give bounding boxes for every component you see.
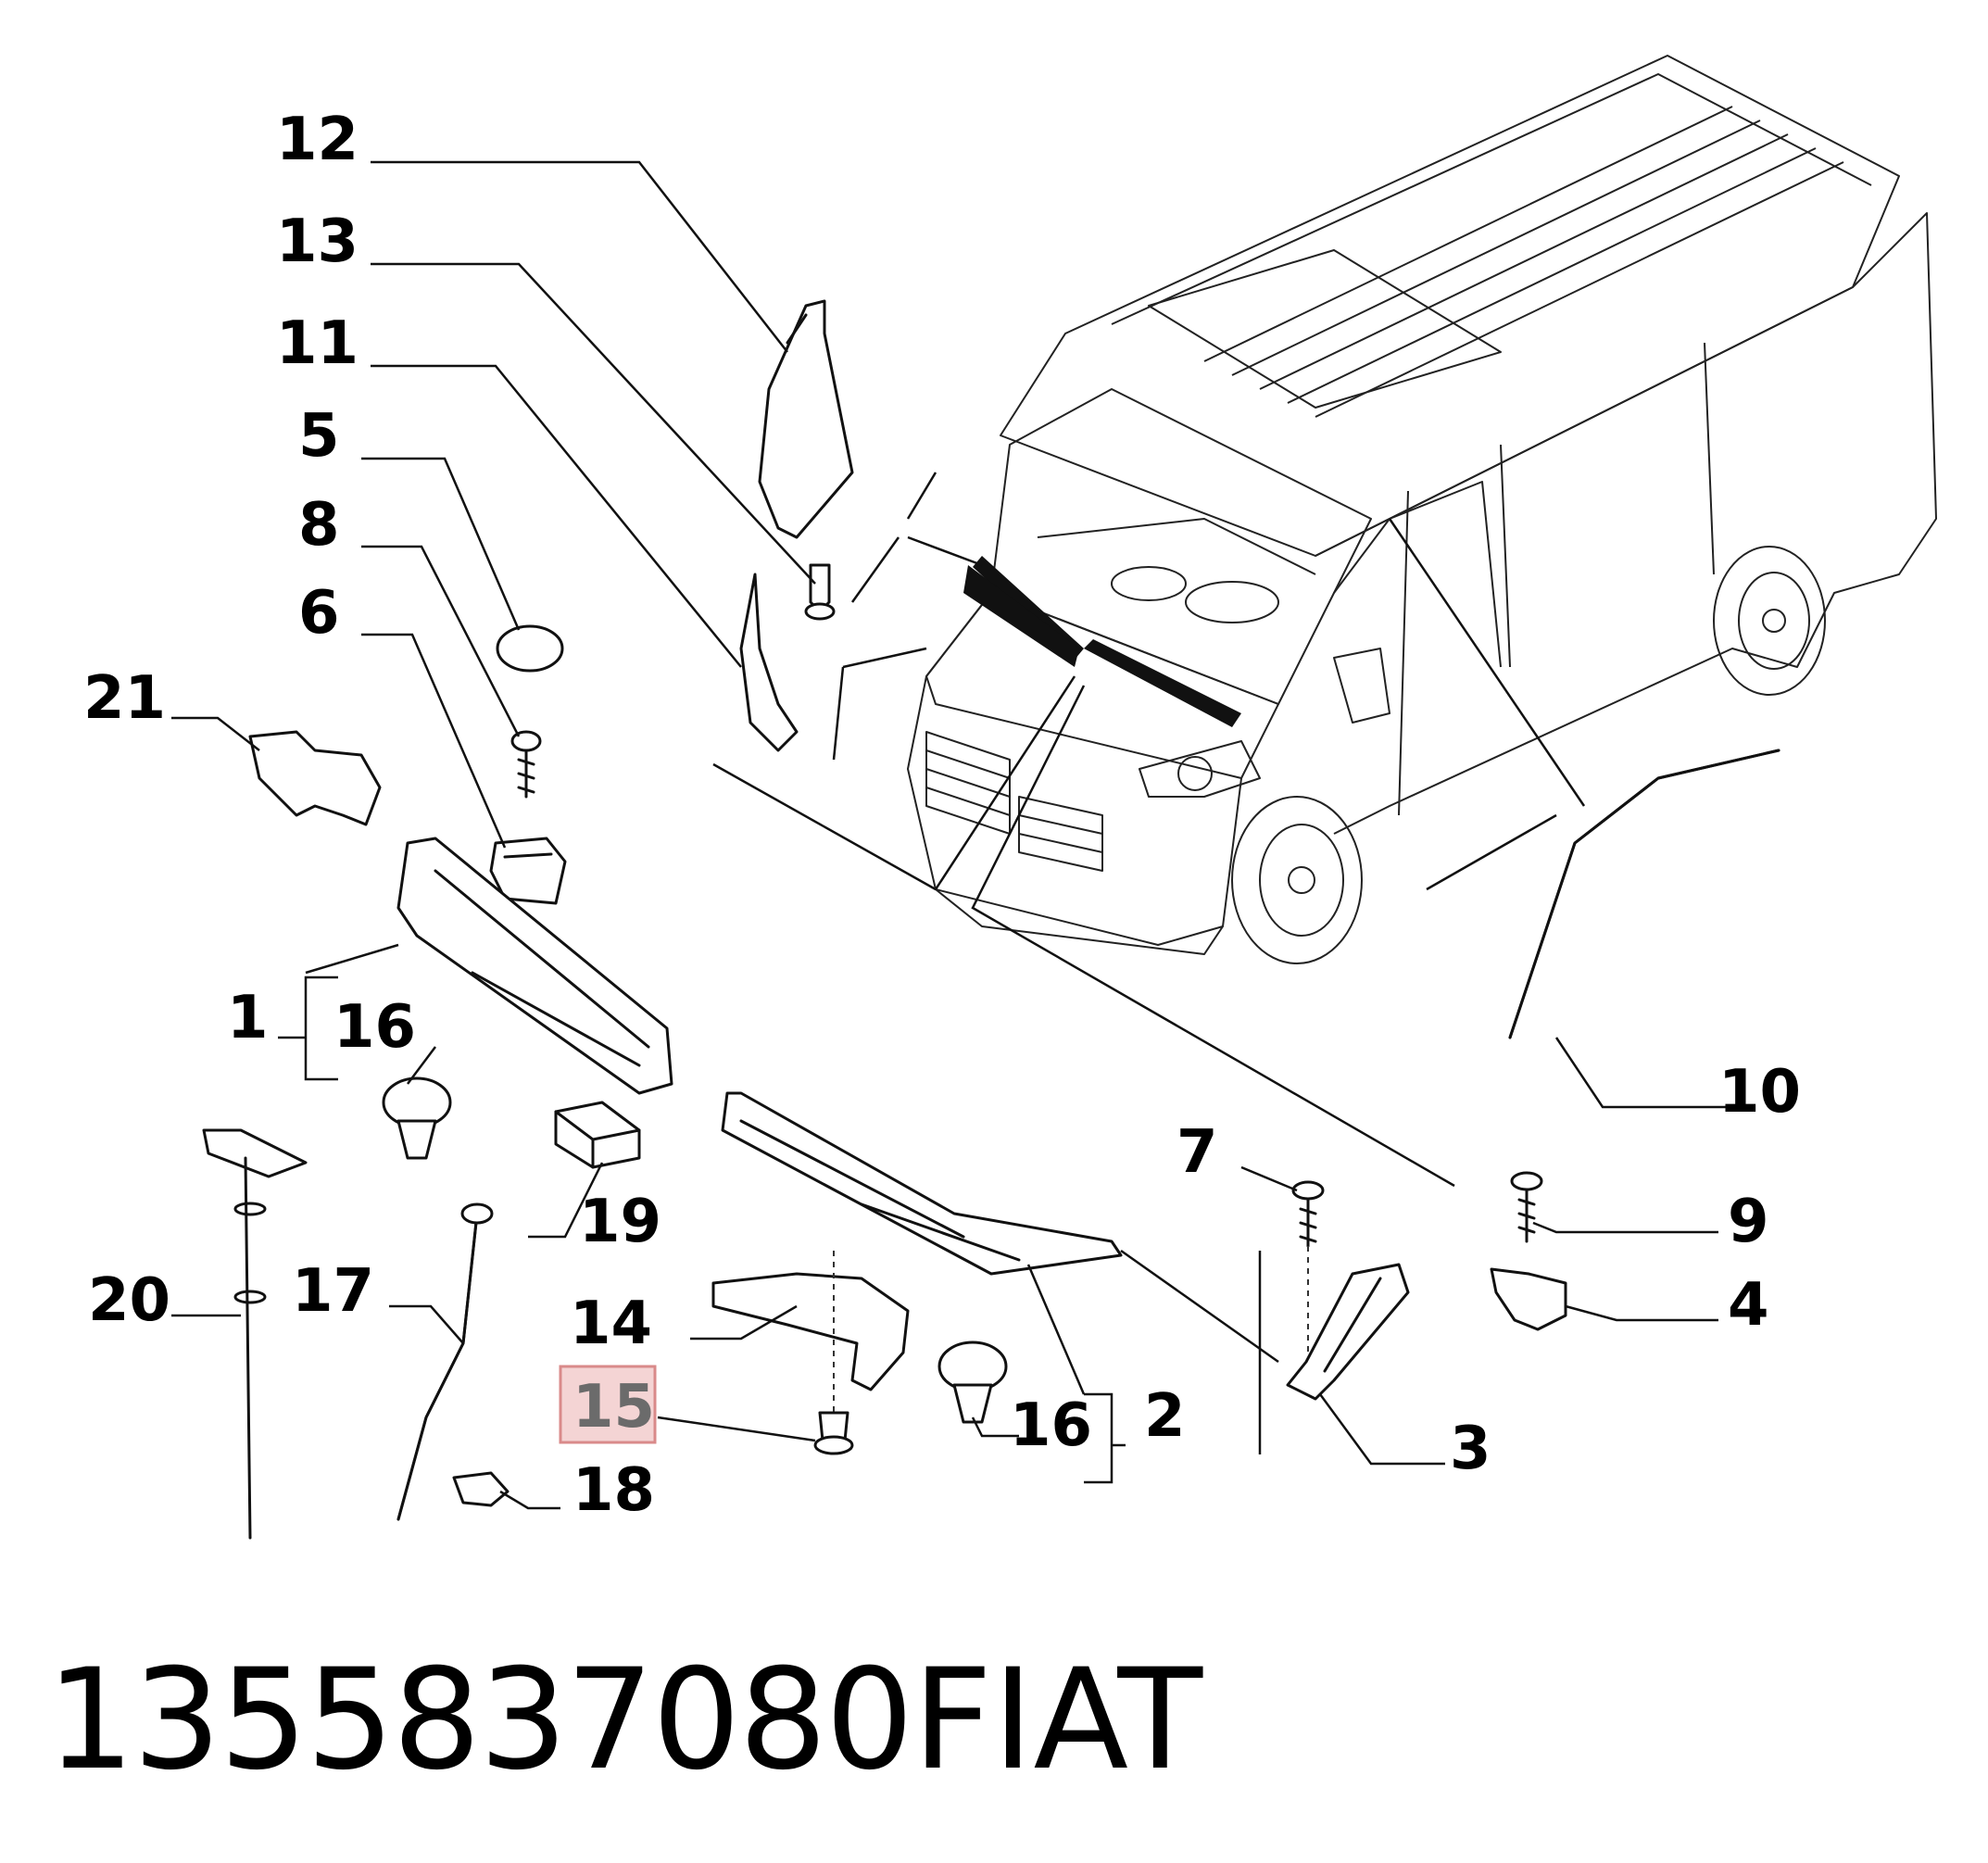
callout-16-top: 16	[333, 993, 416, 1062]
callout-4: 4	[1728, 1271, 1769, 1340]
grille	[925, 731, 1103, 872]
callout-13: 13	[276, 208, 359, 276]
callout-19: 19	[579, 1188, 661, 1256]
seal-right	[1084, 639, 1241, 727]
callout-16-bottom: 16	[1010, 1391, 1092, 1460]
part-21-bracket	[248, 730, 382, 826]
callout-14: 14	[570, 1290, 652, 1358]
part-7-screw	[1291, 1180, 1325, 1362]
callout-20: 20	[88, 1266, 170, 1335]
part-number-caption: 1355837080	[46, 1640, 913, 1801]
van-illustration	[907, 55, 1937, 964]
part-12-trim	[758, 299, 854, 539]
part-3-bracket	[1286, 1263, 1410, 1401]
callout-7: 7	[1176, 1118, 1218, 1187]
part-8-screw	[510, 730, 542, 799]
part-2-cowl-panel	[721, 1091, 1123, 1276]
part-11-trim	[739, 573, 799, 752]
part-17-hose	[396, 1202, 494, 1521]
part-16-clip-top	[382, 1076, 452, 1160]
part-5-cap	[496, 624, 564, 673]
part-13-screw	[804, 563, 836, 621]
callout-12: 12	[276, 106, 359, 174]
callout-21: 21	[83, 664, 166, 733]
van-leader-lines	[712, 472, 1586, 1188]
callout-labels: 12 13 11 5 8 6 21 1 16 19 20 17 14 15 18…	[83, 106, 1801, 1525]
leader-lines	[171, 160, 1732, 1510]
part-16-clip-bottom	[937, 1341, 1008, 1424]
callout-3: 3	[1450, 1415, 1491, 1483]
callout-15-highlight	[559, 1365, 657, 1444]
front-wheel	[1231, 796, 1363, 964]
part-18-clip	[452, 1471, 510, 1507]
part-4-clip	[1490, 1267, 1567, 1331]
part-10-seal-strip	[1508, 749, 1780, 1039]
callout-8: 8	[298, 491, 340, 560]
callout-15: 15	[572, 1373, 655, 1441]
callout-5: 5	[298, 402, 340, 471]
part-1-cowl-panel	[396, 837, 673, 1095]
callout-10: 10	[1718, 1058, 1801, 1127]
callout-11: 11	[276, 309, 359, 378]
part-15-fastener	[813, 1411, 854, 1455]
callout-17: 17	[292, 1257, 374, 1326]
callout-18: 18	[572, 1456, 655, 1525]
part-20-rod	[202, 1128, 308, 1540]
part-14-bracket	[711, 1251, 910, 1413]
callout-6: 6	[298, 579, 340, 648]
part-19-foam	[554, 1101, 641, 1169]
brand-caption: FIAT	[912, 1640, 1203, 1801]
rear-wheel	[1713, 546, 1826, 696]
part-6-clip	[489, 837, 567, 905]
part-9-screw	[1510, 1171, 1543, 1243]
callout-9: 9	[1728, 1188, 1769, 1256]
callout-2: 2	[1144, 1382, 1186, 1451]
callout-1: 1	[227, 984, 269, 1052]
roof-ribs	[1203, 106, 1844, 418]
